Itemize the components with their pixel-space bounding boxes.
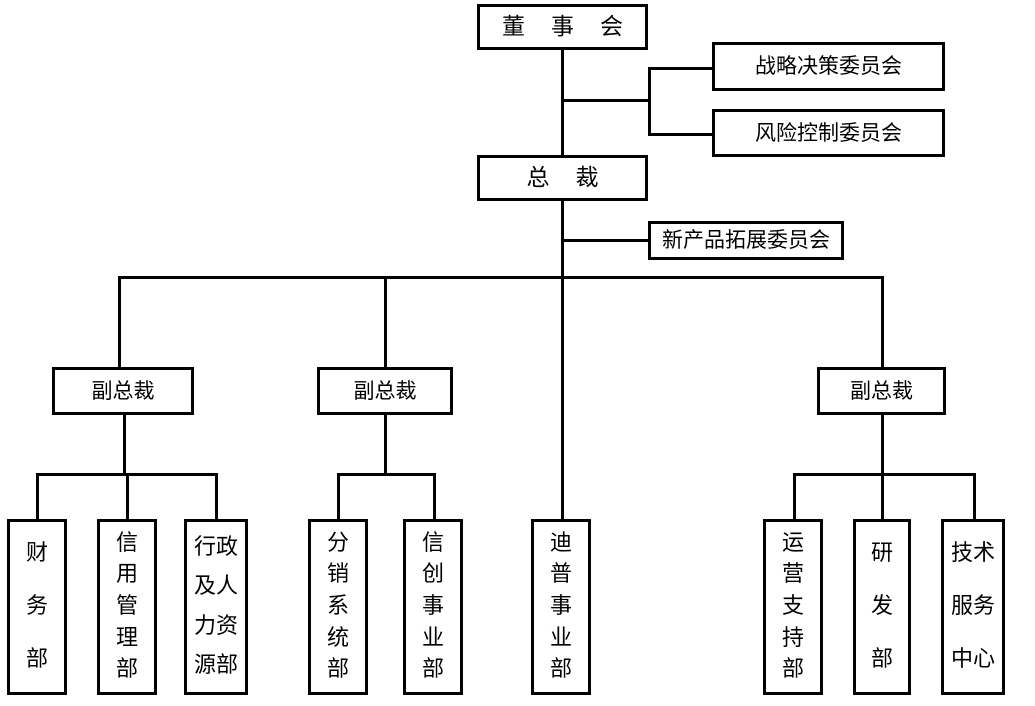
node-dept-credit[interactable]: 信用管理部 [97, 519, 157, 695]
node-dept-xinchuang[interactable]: 信创事业部 [403, 519, 463, 695]
text-line: 管 [115, 593, 138, 619]
connector-vp3-to-rd [881, 473, 884, 520]
connector-president-to-dipu [561, 276, 564, 520]
text-line: 行政 [193, 534, 238, 560]
text-line: 部 [326, 657, 349, 683]
text-line: 理 [115, 625, 138, 651]
node-dept-admin-hr[interactable]: 行政及人力资源部 [184, 519, 248, 695]
connector-board-to-president [561, 49, 564, 156]
node-dept-techservice-text: 技术服务中心 [946, 528, 1000, 686]
text-line: 信 [115, 530, 138, 556]
text-line: 系 [326, 593, 349, 619]
node-dept-dipu-text: 迪普事业部 [536, 528, 586, 686]
node-dept-admin-hr-text: 行政及人力资源部 [189, 528, 243, 686]
connector-vp1-to-finance [36, 473, 39, 520]
connector-bar-to-vp1 [118, 276, 121, 368]
connector-vp2-to-xinchuang [433, 473, 436, 520]
node-dept-techservice[interactable]: 技术服务中心 [941, 519, 1005, 695]
node-board[interactable]: 董事会 [477, 4, 648, 50]
text-line: 支 [781, 593, 804, 619]
node-dept-dipu[interactable]: 迪普事业部 [531, 519, 591, 695]
node-dept-finance-text: 财务部 [12, 528, 62, 686]
text-line: 部 [549, 657, 572, 683]
text-line: 普 [549, 562, 572, 588]
vp3-distribution-bar [793, 473, 976, 476]
text-line: 分 [326, 530, 349, 556]
node-dept-xinchuang-text: 信创事业部 [408, 528, 458, 686]
text-line: 创 [421, 562, 444, 588]
text-line: 源部 [193, 653, 238, 679]
text-line: 事 [421, 593, 444, 619]
text-line: 部 [870, 646, 893, 672]
connector-bar-to-vp3 [881, 276, 884, 368]
text-line: 服务 [950, 593, 995, 619]
text-line: 持 [781, 625, 804, 651]
text-line: 技术 [950, 541, 995, 567]
node-dept-rd[interactable]: 研发部 [853, 519, 911, 695]
text-line: 部 [115, 657, 138, 683]
connector-vp3-to-techservice [973, 473, 976, 520]
text-line: 中心 [950, 646, 995, 672]
node-president[interactable]: 总裁 [477, 155, 648, 201]
connector-vp2-to-distribution [337, 473, 340, 520]
text-line: 财 [25, 541, 48, 567]
text-line: 及人 [193, 574, 238, 600]
text-line: 用 [115, 562, 138, 588]
text-line: 销 [326, 562, 349, 588]
main-distribution-bar [118, 276, 884, 279]
connector-to-newproduct-committee [561, 239, 651, 242]
text-line: 发 [870, 593, 893, 619]
connector-committee-bus-vertical [648, 67, 651, 136]
text-line: 信 [421, 530, 444, 556]
text-line: 业 [421, 625, 444, 651]
text-line: 迪 [549, 530, 572, 556]
text-line: 部 [421, 657, 444, 683]
connector-vp1-drop [123, 414, 126, 475]
text-line: 事 [549, 593, 572, 619]
node-dept-finance[interactable]: 财务部 [7, 519, 67, 695]
node-vp3[interactable]: 副总裁 [817, 367, 946, 415]
connector-to-strategy-committee [648, 67, 712, 70]
text-line: 营 [781, 562, 804, 588]
node-dept-distribution[interactable]: 分销系统部 [308, 519, 368, 695]
connector-board-to-committee-bus [561, 99, 651, 102]
connector-vp3-to-ops [793, 473, 796, 520]
node-dept-rd-text: 研发部 [858, 528, 906, 686]
text-line: 运 [781, 530, 804, 556]
text-line: 统 [326, 625, 349, 651]
text-line: 部 [781, 657, 804, 683]
connector-vp2-drop [384, 414, 387, 475]
text-line: 部 [25, 646, 48, 672]
text-line: 力资 [193, 613, 238, 639]
node-dept-ops-text: 运营支持部 [768, 528, 818, 686]
vp2-distribution-bar [337, 473, 436, 476]
connector-to-risk-committee [648, 133, 712, 136]
connector-bar-to-vp2 [384, 276, 387, 368]
connector-vp1-to-admin-hr [215, 473, 218, 520]
node-dept-credit-text: 信用管理部 [102, 528, 152, 686]
node-committee-newproduct[interactable]: 新产品拓展委员会 [648, 221, 844, 260]
connector-vp1-to-credit [126, 473, 129, 520]
node-committee-strategy[interactable]: 战略决策委员会 [712, 42, 945, 91]
node-vp1[interactable]: 副总裁 [52, 367, 194, 415]
text-line: 研 [870, 541, 893, 567]
node-committee-risk[interactable]: 风险控制委员会 [712, 109, 945, 157]
text-line: 务 [25, 593, 48, 619]
node-dept-ops[interactable]: 运营支持部 [763, 519, 823, 695]
connector-vp3-drop [881, 414, 884, 475]
node-dept-distribution-text: 分销系统部 [313, 528, 363, 686]
node-vp2[interactable]: 副总裁 [317, 367, 453, 415]
text-line: 业 [549, 625, 572, 651]
